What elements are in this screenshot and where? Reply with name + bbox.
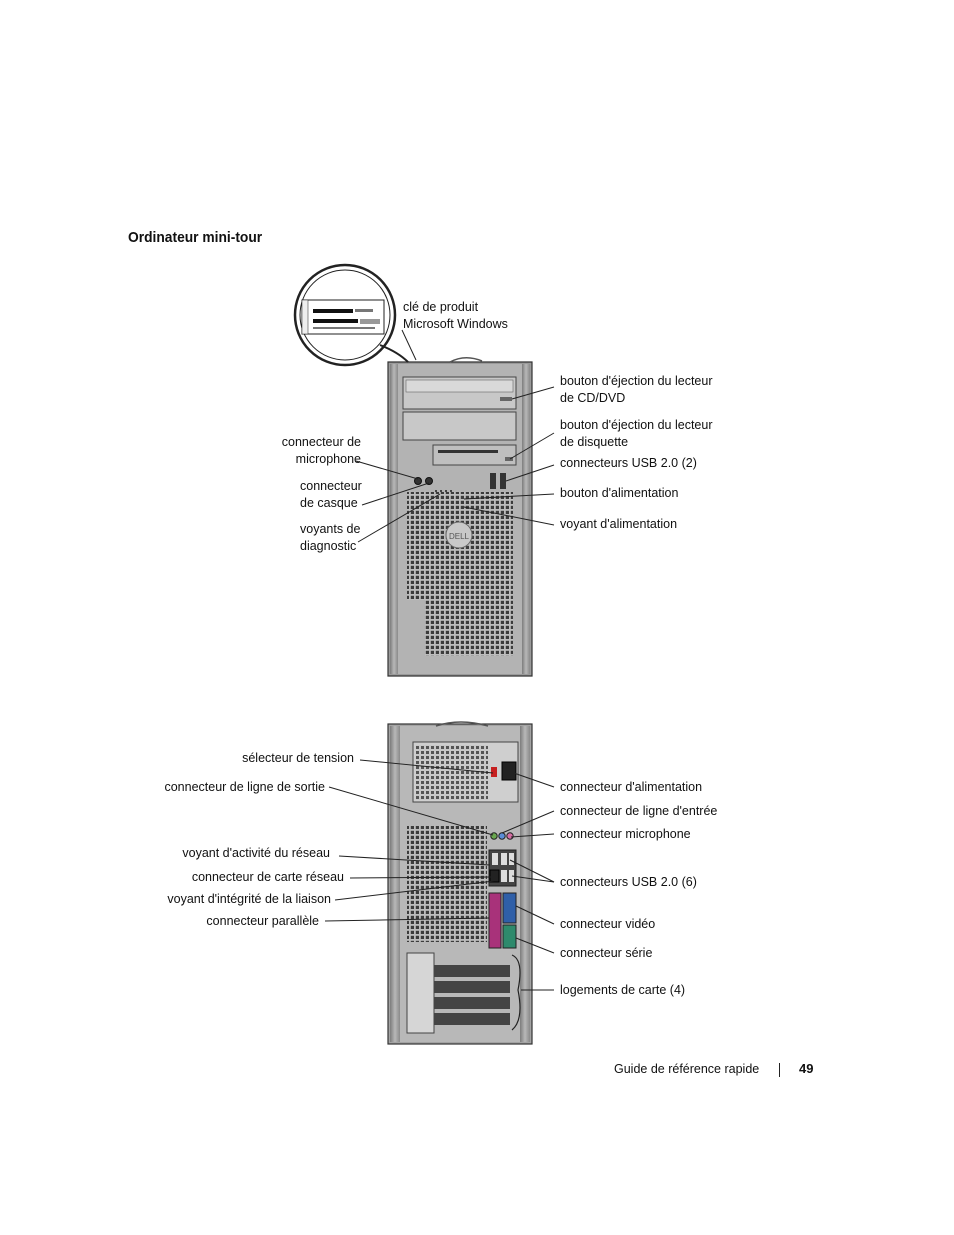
- label-product-key-line2: Microsoft Windows: [403, 317, 508, 331]
- line-in-port[interactable]: [498, 832, 506, 840]
- label-usb-front: connecteurs USB 2.0 (2): [560, 456, 697, 470]
- label-cd-eject-line2: de CD/DVD: [560, 391, 626, 405]
- back-tower: [387, 721, 533, 1045]
- label-power-connector: connecteur d'alimentation: [560, 780, 703, 794]
- label-parallel: connecteur parallèle: [206, 914, 319, 928]
- label-front-microphone: connecteur de microphone: [282, 434, 361, 468]
- serial-port[interactable]: [502, 924, 517, 949]
- label-line-in: connecteur de ligne d'entrée: [560, 804, 718, 818]
- back-leader-lines: [324, 759, 555, 991]
- usb-front-2[interactable]: [500, 473, 506, 489]
- label-network-activity: voyant d'activité du réseau: [182, 846, 330, 860]
- label-line-out: connecteur de ligne de sortie: [164, 780, 325, 794]
- label-network-adapter: connecteur de carte réseau: [191, 870, 344, 884]
- label-usb-back: connecteurs USB 2.0 (6): [560, 875, 697, 889]
- label-cd-eject: bouton d'éjection du lecteur de CD/DVD: [560, 373, 713, 407]
- floppy-bay: [402, 411, 517, 441]
- footer-separator: [779, 1063, 780, 1077]
- label-floppy-eject-line2: de disquette: [560, 435, 629, 449]
- video-port[interactable]: [502, 892, 517, 924]
- label-cd-eject-line1: bouton d'éjection du lecteur: [560, 374, 713, 388]
- headphone-jack[interactable]: [425, 477, 433, 485]
- network-port[interactable]: [489, 869, 500, 883]
- front-leader-lines: [355, 329, 555, 543]
- label-power-light: voyant d'alimentation: [560, 517, 678, 531]
- mic-port[interactable]: [506, 832, 514, 840]
- cd-eject-button[interactable]: [500, 397, 512, 401]
- microphone-jack[interactable]: [414, 477, 422, 485]
- label-back-microphone: connecteur microphone: [560, 827, 691, 841]
- label-card-slots: logements de carte (4): [560, 983, 686, 997]
- parallel-port[interactable]: [488, 892, 502, 949]
- label-front-microphone-line1: connecteur de: [281, 435, 361, 449]
- label-link-integrity: voyant d'intégrité de la liaison: [167, 892, 331, 906]
- page-number: 49: [799, 1061, 814, 1076]
- front-tower: DELL: [387, 357, 533, 677]
- floppy-eject-button[interactable]: [505, 457, 513, 461]
- dell-logo: [445, 521, 473, 549]
- label-headphone-line1: connecteur: [300, 479, 362, 493]
- card-slots: [406, 952, 510, 1034]
- label-front-microphone-line2: microphone: [295, 452, 361, 466]
- label-serial: connecteur série: [560, 946, 653, 960]
- label-diagnostic-lights-line2: diagnostic: [300, 539, 357, 553]
- label-product-key: clé de produit Microsoft Windows: [403, 299, 508, 333]
- product-key-callout: [293, 263, 409, 367]
- label-diagnostic-lights: voyants de diagnostic: [300, 521, 360, 555]
- label-floppy-eject-line1: bouton d'éjection du lecteur: [560, 418, 713, 432]
- label-voltage-selector: sélecteur de tension: [242, 751, 354, 765]
- svg-text:DELL: DELL: [449, 532, 470, 541]
- label-product-key-line1: clé de produit: [403, 300, 479, 314]
- label-floppy-eject: bouton d'éjection du lecteur de disquett…: [560, 417, 713, 451]
- voltage-selector[interactable]: [491, 767, 497, 777]
- footer-guide-title: Guide de référence rapide: [614, 1062, 760, 1076]
- label-headphone-line2: de casque: [300, 496, 358, 510]
- label-video: connecteur vidéo: [560, 917, 656, 931]
- label-headphone: connecteur de casque: [300, 478, 362, 512]
- diagnostic-lights: [435, 490, 452, 492]
- label-diagnostic-lights-line1: voyants de: [300, 522, 361, 536]
- line-out-port[interactable]: [490, 832, 498, 840]
- usb-front-1[interactable]: [490, 473, 496, 489]
- section-title: Ordinateur mini-tour: [128, 229, 263, 246]
- label-power-button: bouton d'alimentation: [560, 486, 679, 500]
- power-connector[interactable]: [501, 761, 517, 781]
- back-vent: [407, 826, 487, 942]
- floppy-drive: [432, 444, 517, 466]
